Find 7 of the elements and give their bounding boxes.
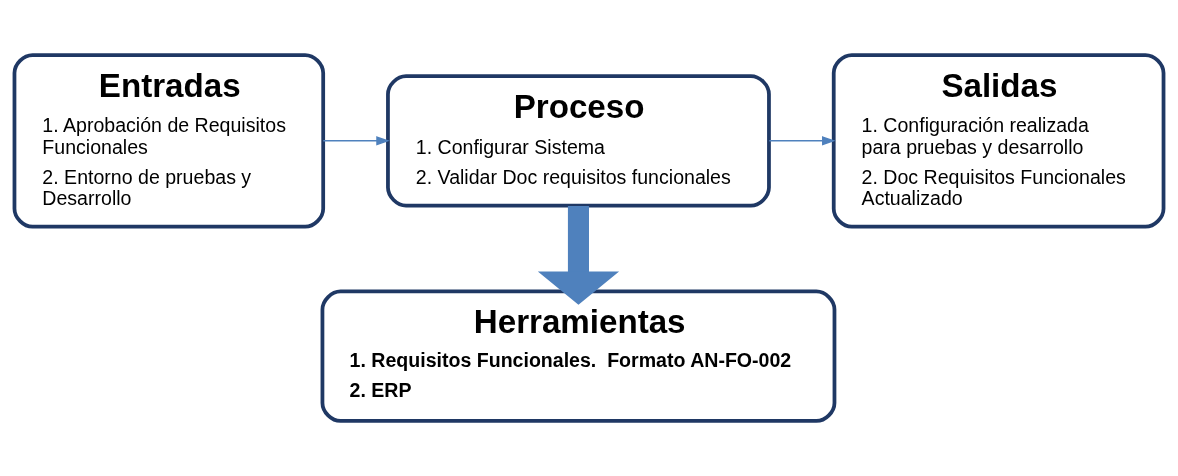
arrow bbox=[322, 136, 390, 146]
node-box: Entradas 1. Aprobación de Requisitos Funcionales 2. Entorno de pruebas y Desarrollo bbox=[12, 53, 326, 229]
node-box: Proceso 1. Configurar Sistema 2. Validar Doc requisitos funcionales bbox=[386, 74, 771, 208]
node-box: Herramientas 1. Requisitos Funcionales. Formato AN-FO-002 2. ERP bbox=[320, 289, 837, 423]
arrow bbox=[537, 206, 620, 305]
arrow bbox=[768, 136, 836, 146]
node-box: Salidas 1. Configuración realizada para pruebas y desarrollo 2. Doc Requisitos Funcionales Actualizado bbox=[831, 53, 1166, 229]
